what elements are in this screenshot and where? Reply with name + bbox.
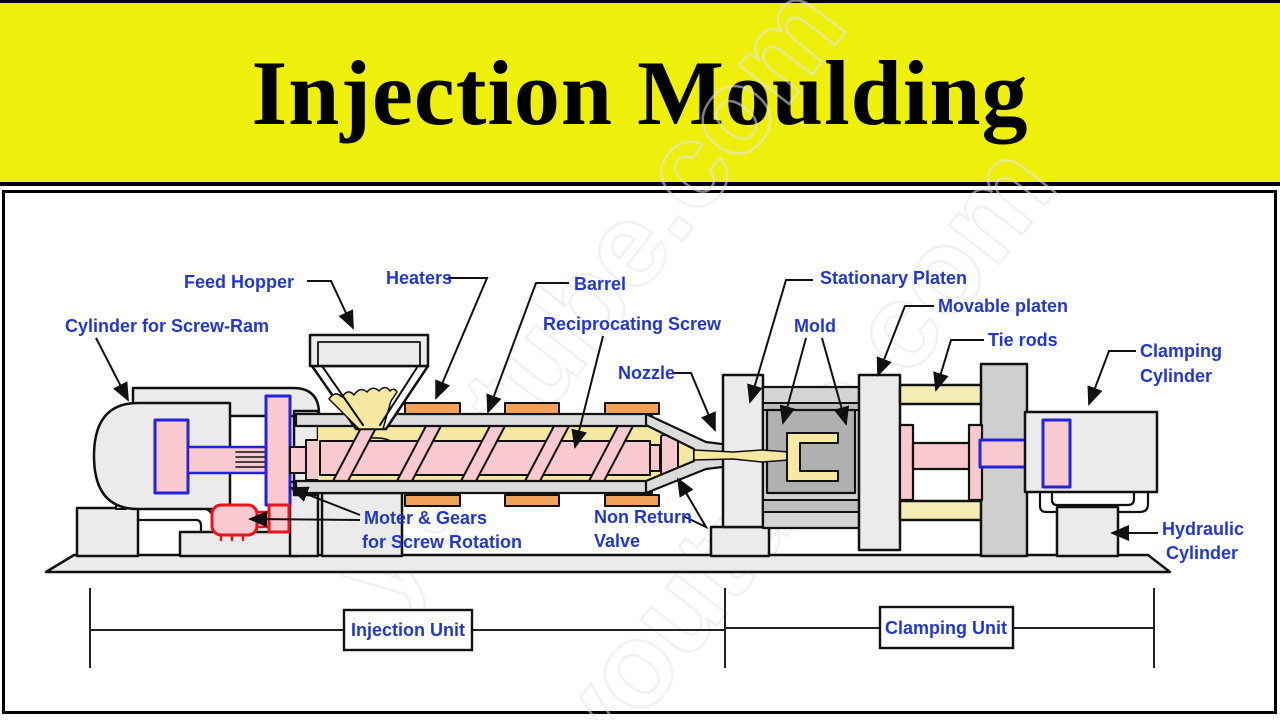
motor-gears-label-line2: for Screw Rotation [362,532,522,552]
mold-cavity [786,432,839,482]
clamping-cylinder-arrow [1087,350,1136,406]
clamping-cylinder-label-line1: Clamping [1140,341,1222,361]
heater-band [604,402,660,415]
melt-stream [693,449,790,463]
tie-rod-bottom [898,499,986,522]
reciprocating-screw-arrow [571,335,604,449]
heater-band [404,402,461,415]
spline-shaft-lines [235,451,267,468]
piston-rod [186,445,270,475]
cylinder-bracket-inner [1050,490,1136,507]
gear-plate [264,394,292,507]
stationary-platen-arrow [747,279,813,404]
title-banner: Injection Moulding [0,0,1280,186]
stationary-platen-label: Stationary Platen [820,268,967,288]
tie-rods-arrow [933,339,984,392]
heater-band [404,494,461,507]
movable-platen [857,373,902,552]
injection-unit-box [342,608,474,652]
heater-band [604,494,660,507]
non-return-valve-label-line1: Non Return [594,507,692,527]
feed-hopper-cap-inner [317,341,421,367]
motor-gears-arrow [248,511,361,528]
clamping-unit-label: Clamping Unit [885,618,1007,638]
barrel-arrow [486,282,569,414]
toggle-link-left [898,423,915,502]
clamping-cylinder-label-line2: Cylinder [1140,366,1212,386]
hydraulic-cylinder-label-line2: Cylinder [1166,543,1238,563]
cylinder-screw-ram-arrow [95,337,129,402]
mold-label: Mold [794,316,836,336]
hydraulic-pipe [136,518,203,534]
cylinder-screw-ram-label: Cylinder for Screw-Ram [65,316,269,336]
heater-band [504,402,560,415]
feed-hopper-arrow [307,280,354,330]
nozzle-arrow [672,372,716,432]
feed-hopper-label: Feed Hopper [184,272,294,292]
hopper-granules [328,386,398,430]
heater-band [504,494,560,507]
hydraulic-cylinder [1055,505,1120,558]
non-return-valve-label-line2: Valve [594,531,640,551]
motor-gears-arrow [289,486,361,516]
reciprocating-screw-label: Reciprocating Screw [543,314,722,334]
clamping-unit-box [878,605,1015,650]
tie-rods-label: Tie rods [988,330,1058,350]
mold-arrow [779,337,807,425]
feed-hopper-wall-inner [379,365,419,426]
screw-ram-piston [153,418,190,495]
page-title: Injection Moulding [251,41,1029,144]
feed-hopper-wall-inner [321,365,364,426]
barrel-label: Barrel [574,274,626,294]
feed-hopper-cap [308,333,430,368]
movable-platen-arrow [876,305,934,377]
heaters-arrow [435,277,489,400]
movable-platen-label: Movable platen [938,296,1068,316]
base-platform [44,553,1172,574]
motor-gears-label-line1: Moter & Gears [364,508,487,528]
shaft-flange [305,439,321,481]
mold-bar-bottom [762,499,860,513]
mold-arrow [821,337,850,426]
nozzle-label: Nozzle [618,363,675,383]
injection-unit-label: Injection Unit [351,620,465,640]
hydraulic-cylinder-label-line1: Hydraulic [1162,519,1244,539]
barrel-bottom-wall [294,479,654,495]
left-foot [75,506,140,558]
platen-foot [709,525,771,558]
non-return-valve-arrow [676,477,709,530]
heaters-label: Heaters [386,268,452,288]
non-return-valve-ring [649,444,661,472]
toggle-bar [911,441,975,471]
clamping-piston [1041,418,1072,489]
motor-feet [219,533,245,542]
tie-rod-top [898,383,986,406]
